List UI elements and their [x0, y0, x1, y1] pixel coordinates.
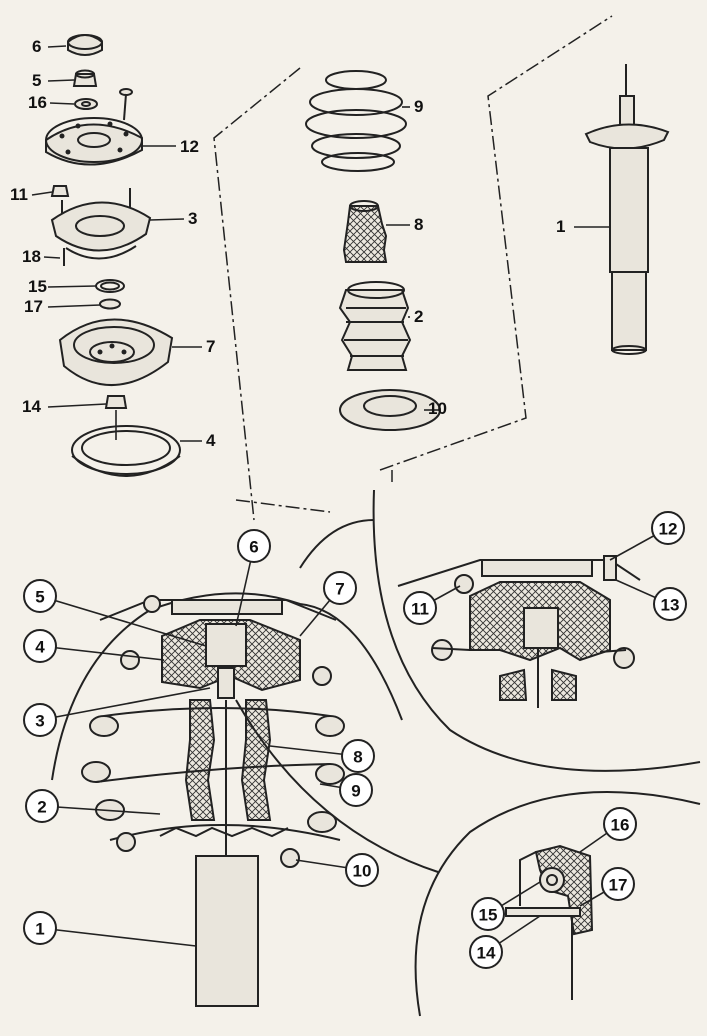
detail-bottom-label-15: 15	[479, 906, 498, 925]
frame-line	[379, 15, 613, 471]
washer-part	[99, 298, 121, 310]
detail-top-label-12: 12	[659, 520, 678, 539]
bolt-part	[119, 88, 133, 121]
spring-pad-part	[71, 425, 181, 477]
washer-part	[74, 98, 98, 110]
detail-top-label-13: 13	[661, 596, 680, 615]
part-label-12: 12	[180, 137, 199, 156]
leader-line	[43, 256, 61, 259]
part-label-6: 6	[32, 37, 41, 56]
label-bubble	[601, 867, 635, 901]
lower-spring-pad-part	[339, 389, 441, 431]
part-label-8: 8	[414, 215, 423, 234]
detail-bottom-label-16: 16	[611, 816, 630, 835]
spring-coils	[81, 707, 345, 833]
part-label-16: 16	[28, 93, 47, 112]
part-label-5: 5	[32, 71, 41, 90]
section-label-4: 4	[35, 638, 45, 657]
detail-bottom-label-17: 17	[609, 876, 628, 895]
leader-line	[47, 79, 75, 82]
detail-bottom-right	[414, 791, 701, 1017]
part-label-15: 15	[28, 277, 47, 296]
section-label-8: 8	[353, 748, 362, 767]
label-bubble	[23, 579, 57, 613]
bump-stop-part	[342, 200, 388, 263]
leader-line	[49, 102, 75, 105]
leader-line	[47, 403, 107, 408]
section-label-1: 1	[35, 920, 44, 939]
label-bubble	[237, 529, 271, 563]
label-bubble	[471, 897, 505, 931]
leader-line	[39, 595, 207, 647]
leader-line	[47, 285, 97, 288]
nut-part	[50, 185, 70, 197]
section-label-2: 2	[37, 798, 46, 817]
coil-spring-part	[305, 70, 407, 172]
label-bubble	[23, 911, 57, 945]
section-label-3: 3	[35, 712, 44, 731]
frame-line	[235, 499, 331, 513]
nut-part	[104, 395, 128, 409]
label-bubble	[341, 739, 375, 773]
section-view	[51, 519, 439, 1007]
part-label-10: 10	[428, 399, 447, 418]
part-label-7: 7	[206, 337, 215, 356]
part-label-17: 17	[24, 297, 43, 316]
section-label-9: 9	[351, 782, 360, 801]
label-bubble	[23, 703, 57, 737]
exploded-spring-group	[305, 70, 441, 431]
part-label-11: 11	[10, 185, 28, 204]
spring-seat-part	[58, 318, 174, 386]
leader-line	[39, 645, 165, 661]
dust-cap-part	[67, 34, 103, 56]
label-bubble	[25, 789, 59, 823]
leader-line	[39, 927, 197, 947]
section-label-5: 5	[35, 588, 44, 607]
part-label-3: 3	[188, 209, 197, 228]
part-label-2: 2	[414, 307, 423, 326]
strut-mount-part	[50, 201, 152, 260]
section-label-6: 6	[249, 538, 258, 557]
nut-part	[72, 69, 98, 87]
leader-line	[39, 687, 211, 721]
label-bubble	[403, 591, 437, 625]
detail-bottom-label-14: 14	[477, 944, 496, 963]
leader-line	[47, 45, 67, 48]
part-label-14: 14	[22, 397, 41, 416]
label-bubble	[323, 571, 357, 605]
label-bubble	[651, 511, 685, 545]
leader-line	[41, 805, 161, 815]
label-bubble	[23, 629, 57, 663]
section-label-10: 10	[353, 862, 372, 881]
part-label-9: 9	[414, 97, 423, 116]
part-label-4: 4	[206, 431, 216, 450]
section-label-7: 7	[335, 580, 344, 599]
support-plate-part	[45, 117, 143, 166]
shock-absorber-part	[584, 64, 670, 355]
exploded-view	[45, 34, 181, 477]
leader-line	[149, 218, 185, 221]
detail-top-right	[372, 489, 701, 772]
part-label-18: 18	[22, 247, 41, 266]
leader-line	[31, 191, 53, 196]
leader-line	[47, 304, 101, 308]
label-bubble	[653, 587, 687, 621]
frame-line	[213, 67, 301, 521]
label-bubble	[339, 773, 373, 807]
dust-boot-part	[338, 281, 412, 371]
label-bubble	[603, 807, 637, 841]
label-bubble	[345, 853, 379, 887]
detail-top-label-11: 11	[411, 600, 429, 619]
part-label-1: 1	[556, 217, 565, 236]
label-bubble	[469, 935, 503, 969]
